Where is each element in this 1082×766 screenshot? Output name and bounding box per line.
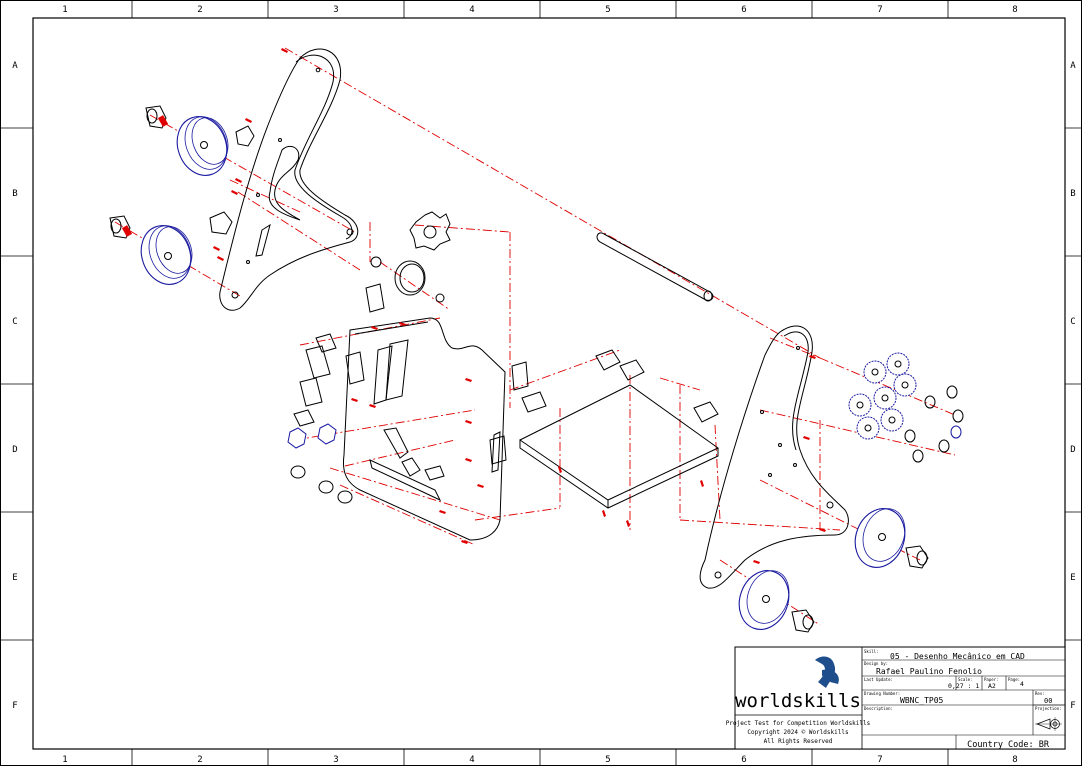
skill-label: Skill:: [864, 649, 878, 654]
row-label: B: [12, 189, 17, 199]
col-label: 8: [1012, 755, 1017, 765]
left-brackets: [209, 48, 288, 261]
col-label: 6: [741, 755, 746, 765]
col-label: 1: [62, 5, 67, 15]
lower-left-wheel: [109, 215, 193, 285]
row-label: E: [12, 573, 17, 583]
col-label: 2: [197, 755, 202, 765]
project-line: Copyright 2024 © Worldskills: [747, 729, 849, 736]
col-label: 3: [333, 5, 338, 15]
col-label: 6: [741, 5, 746, 15]
left-side-plate: [219, 48, 359, 311]
row-label: B: [1070, 189, 1075, 199]
row-label: D: [12, 445, 17, 455]
paper-label: Paper:: [984, 677, 998, 682]
project-line: All Rights Reserved: [764, 738, 833, 745]
blue-star-knobs: [287, 423, 337, 449]
col-label: 5: [605, 755, 610, 765]
last-update-label: Last Update:: [864, 677, 893, 682]
logo-wordmark: worldskills: [735, 690, 861, 712]
projection-symbol-icon: [1035, 717, 1062, 731]
col-label: 2: [197, 5, 202, 15]
round-knob: [370, 256, 445, 303]
exploded-view: [109, 47, 964, 633]
round-feet: [290, 465, 353, 504]
skill-value: 05 - Desenho Mecânico em CAD: [890, 652, 1025, 661]
screws: [351, 322, 826, 564]
upper-left-wheel: [145, 105, 229, 176]
row-label: C: [12, 317, 17, 327]
gear-train: [848, 352, 917, 440]
shaft: [596, 232, 714, 302]
title-block: worldskills Project Test for Competition…: [726, 646, 1066, 750]
page-value: 4: [1020, 680, 1024, 688]
center-panel: [342, 317, 506, 541]
row-labels-left: A B C D E F: [12, 61, 18, 711]
rev-value: 00: [1044, 697, 1052, 705]
design-value: Rafael Paulino Fenolio: [876, 667, 982, 676]
col-label: 8: [1012, 5, 1017, 15]
project-line: Project Test for Competition Worldskills: [726, 720, 871, 727]
base-plate: [519, 349, 719, 509]
col-label: 7: [877, 5, 882, 15]
right-side-plate: [699, 325, 849, 589]
projection-label: Projection:: [1035, 706, 1062, 711]
gear-pins: [904, 385, 964, 463]
row-label: A: [12, 61, 18, 71]
row-labels-right: A B C D E F: [1070, 61, 1076, 711]
row-label: F: [1070, 701, 1075, 711]
column-labels-top: 1 2 3 4 5 6 7 8: [62, 5, 1017, 15]
star-knob: [409, 211, 451, 251]
row-label: C: [1070, 317, 1075, 327]
row-label: F: [12, 701, 17, 711]
scale-value: 0,27 : 1: [948, 682, 979, 690]
col-label: 5: [605, 5, 610, 15]
page-label: Page:: [1008, 677, 1020, 682]
rev-label: Rev:: [1035, 691, 1045, 696]
drawing-number-value: WBNC_TP05: [900, 696, 944, 705]
left-blocks: [293, 283, 547, 465]
worldskills-logo: worldskills: [735, 656, 861, 712]
bottom-wheel: [738, 570, 815, 633]
col-label: 4: [469, 755, 474, 765]
row-label: D: [1070, 445, 1075, 455]
row-label: A: [1070, 61, 1076, 71]
column-labels-bottom: 1 2 3 4 5 6 7 8: [62, 755, 1017, 765]
drawing-number-label: Drawing Number:: [864, 691, 900, 696]
country-code: Country Code: BR: [967, 740, 1050, 750]
description-label: Description:: [864, 706, 893, 711]
col-label: 4: [469, 5, 474, 15]
design-label: Design by:: [864, 661, 888, 666]
col-label: 7: [877, 755, 882, 765]
col-label: 3: [333, 755, 338, 765]
inner-frame: [32, 17, 1066, 750]
scale-label: Scale:: [958, 677, 972, 682]
lower-right-wheel: [854, 508, 929, 569]
paper-value: A2: [988, 682, 996, 690]
col-label: 1: [62, 755, 67, 765]
row-label: E: [1070, 573, 1075, 583]
